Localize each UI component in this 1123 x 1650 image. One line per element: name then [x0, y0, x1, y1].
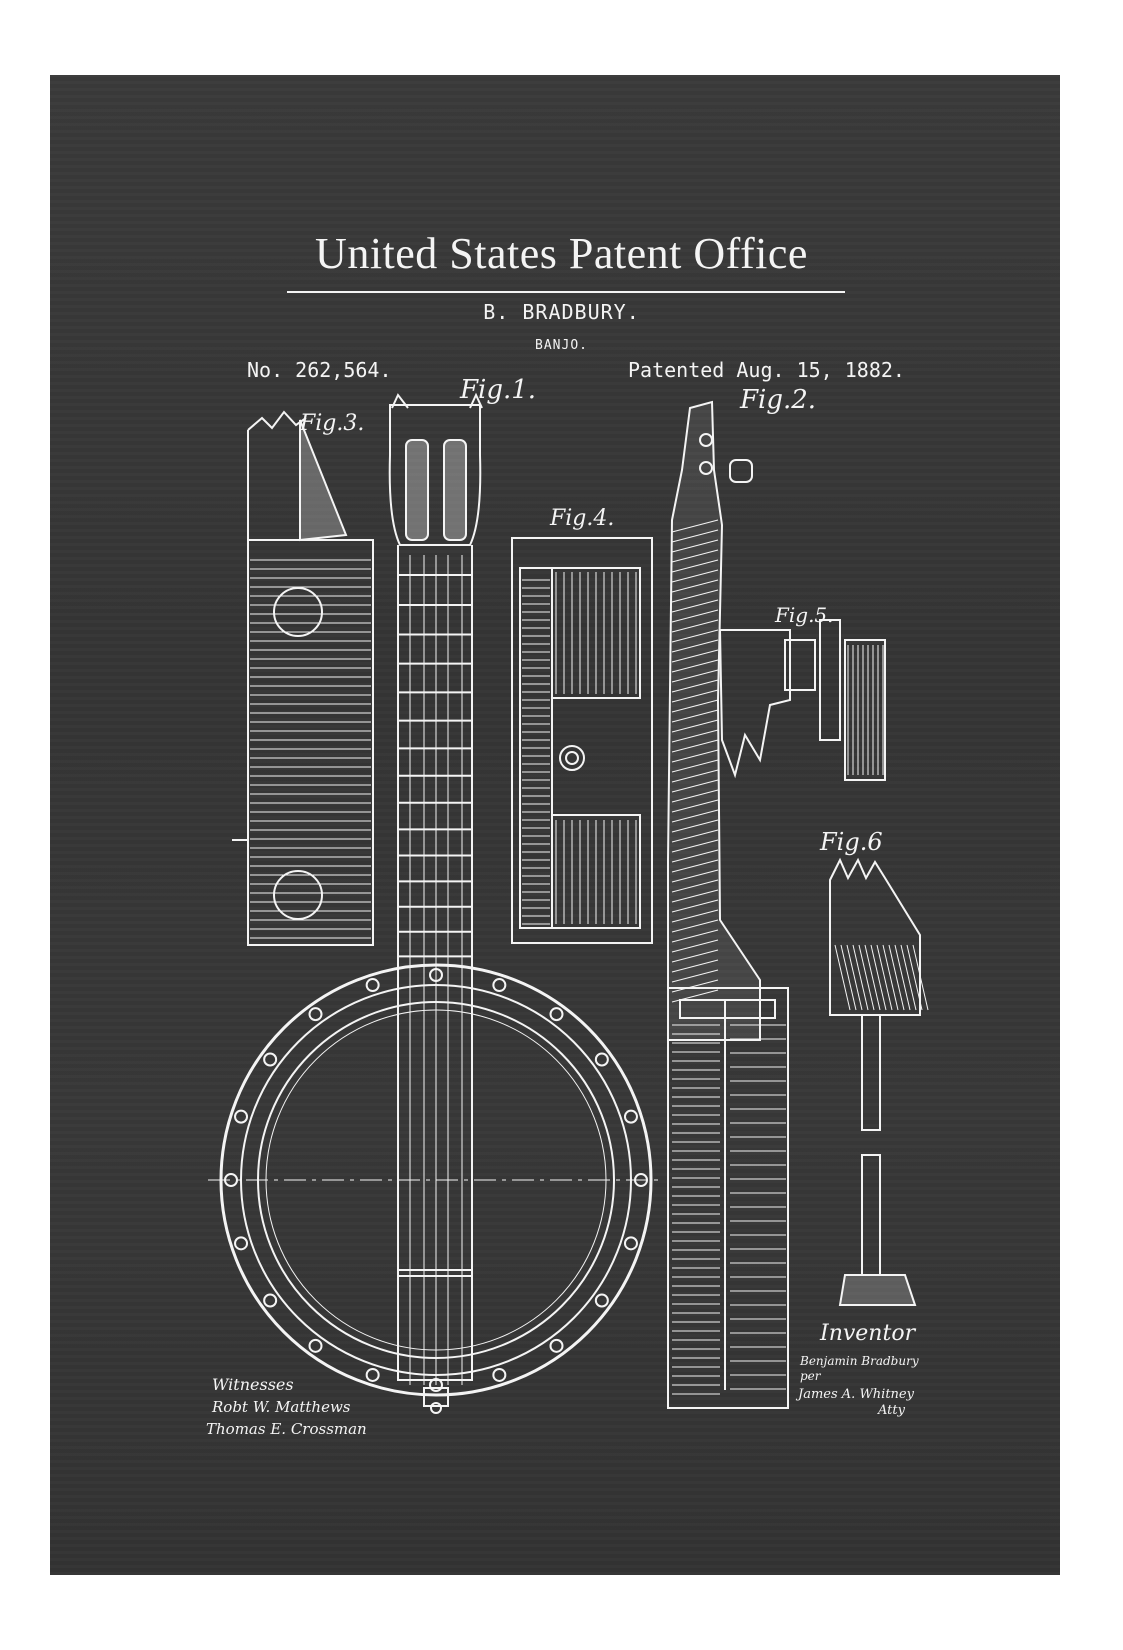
fig-1-label: Fig.1. [459, 375, 536, 405]
bracket-nut [310, 1008, 322, 1020]
drawing-line [847, 945, 862, 1010]
bracket-nut [235, 1111, 247, 1123]
bracket-nut [310, 1340, 322, 1352]
atty-label: Atty [877, 1403, 906, 1418]
bracket-nut [493, 979, 505, 991]
drawing-line [871, 945, 886, 1010]
inventor-label: Inventor [819, 1321, 917, 1346]
drawing-line [853, 945, 868, 1010]
inventor-signature: Benjamin Bradbury [799, 1354, 919, 1368]
fig-3-label: Fig.3. [299, 411, 364, 436]
drawing-line [889, 945, 904, 1010]
bracket-nut [596, 1294, 608, 1306]
fig-6-label: Fig.6 [819, 828, 883, 856]
fig-5-label: Fig.5. [774, 603, 834, 627]
bracket-nut [367, 1369, 379, 1381]
figure-3 [232, 412, 373, 945]
attorney-signature: James A. Whitney [795, 1387, 915, 1402]
drawing-line [859, 945, 874, 1010]
drawing-line [895, 945, 910, 1010]
figure-4 [512, 538, 652, 943]
figure-5 [720, 620, 885, 780]
bracket-nut [367, 979, 379, 991]
figure-2 [668, 402, 788, 1408]
drawing-line [865, 945, 880, 1010]
drawing-line [877, 945, 892, 1010]
bracket-nut [235, 1237, 247, 1249]
fig-2-label: Fig.2. [739, 385, 816, 415]
bracket-nut [625, 1237, 637, 1249]
drawing-line [835, 945, 850, 1010]
bracket-nut [550, 1340, 562, 1352]
bracket-nut [264, 1294, 276, 1306]
fig-4-label: Fig.4. [549, 506, 614, 531]
bracket-nut [625, 1111, 637, 1123]
bracket-nut [264, 1054, 276, 1066]
bracket-nut [493, 1369, 505, 1381]
witness-2-signature: Thomas E. Crossman [206, 1420, 367, 1438]
figure-6 [830, 860, 928, 1305]
witnesses-label: Witnesses [212, 1375, 294, 1394]
bracket-nut [550, 1008, 562, 1020]
bracket-nut [596, 1054, 608, 1066]
per-label: per [800, 1369, 822, 1383]
drawing-line [901, 945, 916, 1010]
drawing-line [841, 945, 856, 1010]
drawing-line [883, 945, 898, 1010]
witness-1-signature: Robt W. Matthews [211, 1398, 351, 1416]
